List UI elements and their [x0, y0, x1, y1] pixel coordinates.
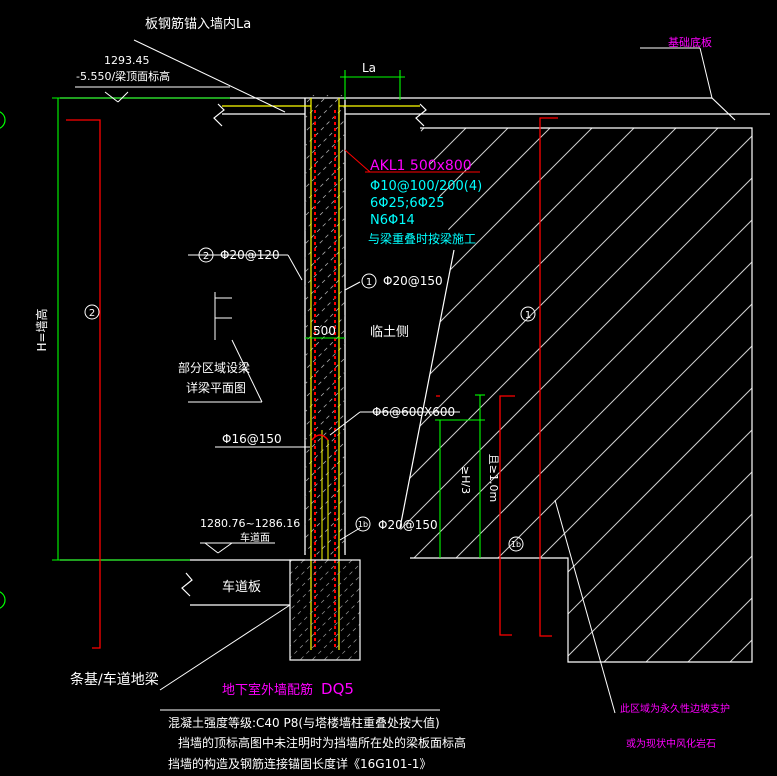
beam-id: AKL1 500x800 — [370, 158, 472, 174]
h3-dimension: ≥H/3 — [459, 466, 472, 494]
wall-top-elevation-note: 挡墙的顶标高图中未注明时为挡墙所在处的梁板面标高 — [178, 735, 466, 750]
beam-stirrup: Φ10@100/200(4) — [370, 179, 482, 194]
bar1-spec: Φ20@150 — [383, 274, 443, 288]
wall-title-code: DQ5 — [321, 680, 354, 698]
right-bar-tag-b: 1b — [511, 540, 521, 549]
beam-overlap-note: 与梁重叠时按梁施工 — [368, 231, 476, 246]
bar2-spec: Φ20@120 — [220, 248, 280, 262]
top-elevation-note: -5.550/梁顶面标高 — [76, 69, 170, 83]
road-top-label: 车道面 — [240, 531, 270, 544]
strip-footing — [289, 559, 361, 661]
top-slab — [60, 97, 770, 127]
right-bar-tag: 1 — [525, 310, 531, 321]
strip-footing-label: 条基/车道地梁 — [70, 671, 159, 688]
foundation-slab-label: 基础底板 — [668, 35, 712, 49]
beam-leader — [344, 149, 480, 173]
soil-side-label: 临土侧 — [370, 325, 409, 340]
beam-long-bars: 6Φ25;6Φ25 — [370, 196, 444, 211]
leader-lines — [75, 39, 713, 714]
beam-waist-bars: N6Φ14 — [370, 213, 415, 228]
wall-thickness: 500 — [313, 324, 336, 338]
concrete-grade-note: 混凝土强度等级:C40 P8(与塔楼墙柱重叠处按大值) — [168, 715, 440, 730]
dowel-spec: Φ16@150 — [222, 432, 282, 446]
bar1b-spec: Φ20@150 — [378, 518, 438, 532]
edge-markers — [0, 111, 6, 609]
red-brackets — [66, 117, 558, 649]
partial-area-note-1: 部分区域设梁 — [178, 360, 250, 375]
bar-tag-circles — [84, 247, 536, 552]
beam-hatch — [305, 95, 345, 555]
road-elevation-value: 1280.76~1286.16 — [200, 517, 300, 530]
weathered-rock-note: 或为现状中风化岩石 — [626, 737, 716, 750]
wall-detailing-note: 挡墙的构造及钢筋连接锚固长度详《16G101-1》 — [168, 756, 431, 771]
tie-spec: Φ6@600X600 — [372, 405, 455, 419]
road-slab — [60, 559, 305, 606]
partial-area-note-2: 详梁平面图 — [186, 380, 246, 395]
one-meter-dimension: 且≥1.0m — [487, 454, 500, 502]
bar1-tag: 1 — [366, 277, 372, 288]
drawing-text: 板钢筋锚入墙内La 1293.45 -5.550/梁顶面标高 La 基础底板 A… — [34, 16, 730, 771]
wall-reinforcement-title: 地下室外墙配筋 DQ5 — [222, 680, 354, 698]
left-bar-tag: 2 — [89, 308, 95, 319]
top-elevation-value: 1293.45 — [104, 54, 150, 67]
wall-height-dimension: H=墙高 — [34, 308, 49, 351]
la-dimension: La — [362, 61, 376, 75]
bar1b-tag: 1b — [358, 520, 368, 529]
slab-rebar-anchor-note: 板钢筋锚入墙内La — [145, 16, 251, 32]
wall-title-prefix: 地下室外墙配筋 — [222, 682, 313, 698]
permanent-slope-support-note: 此区域为永久性边坡支护 — [620, 702, 730, 715]
bar2-tag: 2 — [203, 251, 209, 262]
road-slab-label: 车道板 — [222, 579, 261, 595]
dimension-lines — [52, 70, 485, 561]
